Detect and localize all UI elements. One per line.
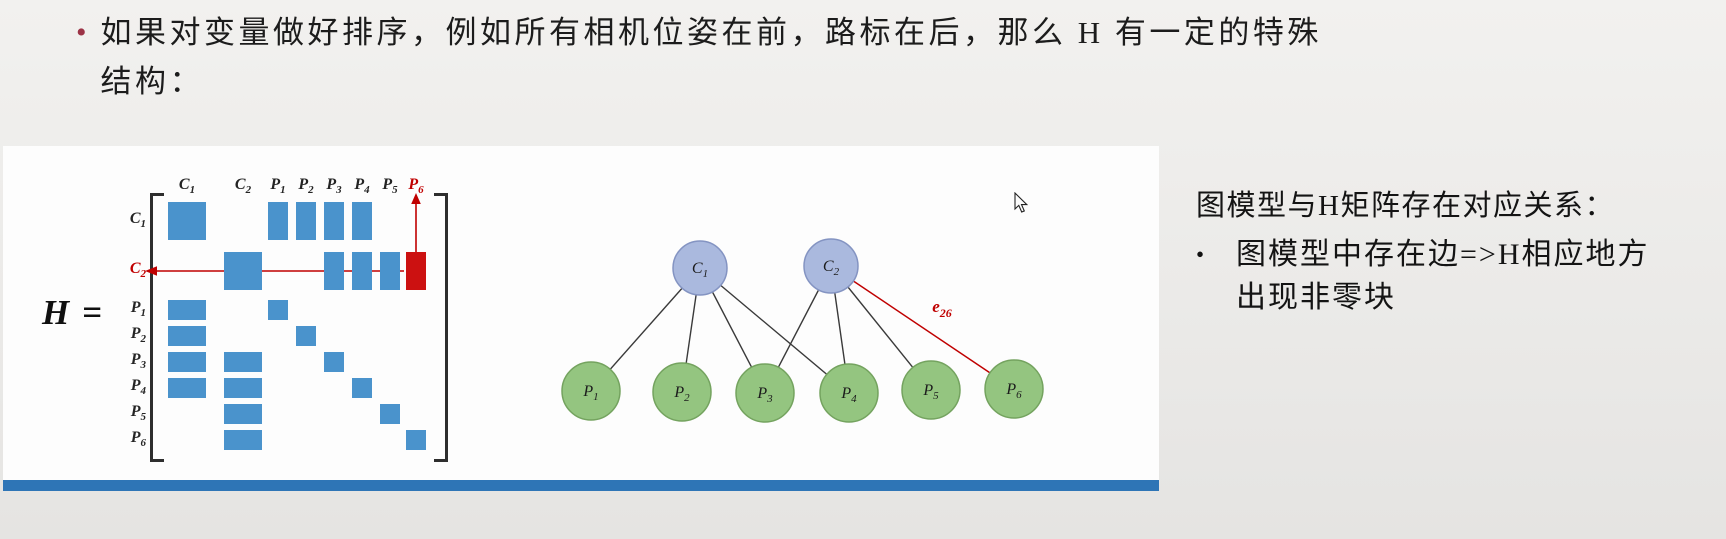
matrix-cell-c1-p4 bbox=[352, 202, 372, 240]
matrix-col-label-p5: P5 bbox=[382, 176, 398, 197]
mouse-cursor bbox=[1014, 192, 1029, 213]
matrix-col-label-c1: C1 bbox=[178, 176, 196, 197]
matrix-row-label-p1: P1 bbox=[130, 299, 146, 320]
matrix-cell-c1-p2 bbox=[296, 202, 316, 240]
matrix-cell-c1-c1 bbox=[168, 202, 206, 240]
bullet-marker: • bbox=[76, 16, 87, 49]
matrix-left-bracket bbox=[150, 193, 164, 462]
matrix-row-label-c2: C2 bbox=[129, 260, 146, 281]
matrix-cell-c2-p4 bbox=[352, 252, 372, 290]
matrix-cell-p1-c1 bbox=[168, 300, 206, 320]
matrix-row-label-p5: P5 bbox=[130, 403, 146, 424]
graph-node-p3 bbox=[735, 363, 795, 423]
graph-edge-c1-p4 bbox=[699, 267, 850, 394]
matrix-row-label-p3: P3 bbox=[130, 351, 146, 372]
matrix-cell-p5-p5 bbox=[380, 404, 400, 424]
matrix-cell-p3-p3 bbox=[324, 352, 344, 372]
matrix-cell-p6-c2 bbox=[224, 430, 262, 450]
bullet-text-line1: 如果对变量做好排序，例如所有相机位姿在前，路标在后，那么 H 有一定的特殊 bbox=[100, 15, 1322, 50]
matrix-cell-c2-p5 bbox=[380, 252, 400, 290]
matrix-col-label-p3: P3 bbox=[326, 176, 342, 197]
matrix-cell-c2-p3 bbox=[324, 252, 344, 290]
graph-node-p1 bbox=[561, 361, 621, 421]
graph-node-p4 bbox=[819, 363, 879, 423]
matrix-cell-p1-p1 bbox=[268, 300, 288, 320]
matrix-cell-p2-p2 bbox=[296, 326, 316, 346]
matrix-col-label-p1: P1 bbox=[270, 176, 286, 197]
bottom-accent-bar bbox=[3, 480, 1159, 491]
graph-node-p6 bbox=[984, 359, 1044, 419]
h-equals-label: H = bbox=[42, 293, 104, 332]
main-bullet: • 如果对变量做好排序，例如所有相机位姿在前，路标在后，那么 H 有一定的特殊 … bbox=[76, 8, 1322, 106]
matrix-col-label-p6: P6 bbox=[408, 176, 424, 197]
matrix-col-label-p2: P2 bbox=[298, 176, 314, 197]
graph-edge-red-c2-p6 bbox=[830, 265, 1015, 390]
graph-node-c2 bbox=[803, 238, 859, 294]
matrix-col-label-c2: C2 bbox=[234, 176, 252, 197]
matrix-cell-p4-c1 bbox=[168, 378, 206, 398]
matrix-cell-p6-p6 bbox=[406, 430, 426, 450]
right-bullet-line2: 出现非零块 bbox=[1236, 281, 1396, 314]
matrix-row-label-p4: P4 bbox=[130, 377, 146, 398]
graph-node-c1 bbox=[672, 240, 728, 296]
red-arrow-horizontal-head bbox=[145, 266, 157, 276]
matrix-cell-p4-c2 bbox=[224, 378, 262, 398]
matrix-cell-p3-c1 bbox=[168, 352, 206, 372]
matrix-right-bracket bbox=[434, 193, 448, 462]
matrix-cell-c2-p6 bbox=[406, 252, 426, 290]
red-edge-label: e26 bbox=[932, 297, 952, 320]
matrix-row-label-p2: P2 bbox=[130, 325, 146, 346]
right-panel: 图模型与H矩阵存在对应关系： • 图模型中存在边=>H相应地方 出现非零块 bbox=[1196, 182, 1650, 319]
matrix-row-label-p6: P6 bbox=[130, 429, 146, 450]
matrix-cell-p2-c1 bbox=[168, 326, 206, 346]
matrix-row-label-c1: C1 bbox=[129, 210, 146, 231]
matrix-cell-p3-c2 bbox=[224, 352, 262, 372]
matrix-cell-p5-c2 bbox=[224, 404, 262, 424]
matrix-cell-c2-c2 bbox=[224, 252, 262, 290]
relation-heading: 图模型与H矩阵存在对应关系： bbox=[1196, 190, 1615, 222]
right-bullet-line1: 图模型中存在边=>H相应地方 bbox=[1236, 238, 1650, 271]
graph-node-p2 bbox=[652, 362, 712, 422]
right-bullet-marker: • bbox=[1196, 242, 1205, 267]
bullet-text-line2: 结构： bbox=[100, 64, 205, 99]
graph-node-p5 bbox=[901, 360, 961, 420]
matrix-cell-c1-p1 bbox=[268, 202, 288, 240]
matrix-col-label-p4: P4 bbox=[354, 176, 370, 197]
matrix-cell-p4-p4 bbox=[352, 378, 372, 398]
matrix-cell-c1-p3 bbox=[324, 202, 344, 240]
mouse-cursor-arrow bbox=[1014, 192, 1029, 213]
right-bullet: • 图模型中存在边=>H相应地方 出现非零块 bbox=[1196, 233, 1650, 319]
red-arrow-vertical-head bbox=[411, 193, 421, 204]
